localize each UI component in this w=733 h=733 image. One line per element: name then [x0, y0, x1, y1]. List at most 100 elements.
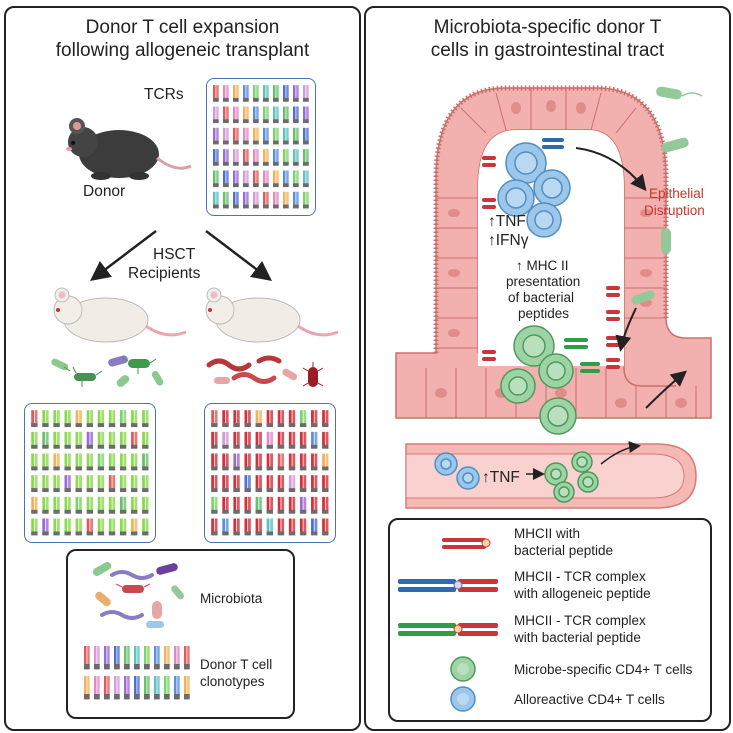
tcr-glyph [97, 453, 105, 471]
microbe-specific-cell-legend-icon [450, 656, 476, 682]
tcr-glyph [142, 475, 149, 493]
tcr-glyph [311, 453, 318, 471]
tcr-glyph [134, 646, 140, 670]
tcr-glyph [311, 410, 318, 428]
recipient-1-microbiota-icon [51, 355, 164, 387]
tcr-glyph [108, 453, 116, 471]
expansion-arrows [90, 230, 272, 282]
tcr-glyph [64, 496, 71, 514]
tcr-glyph [288, 518, 296, 536]
tcr-glyph [255, 518, 262, 536]
tcr-glyph [213, 85, 219, 102]
legend-item1-line2: bacterial peptide [514, 543, 614, 558]
tcr-glyph [243, 127, 249, 145]
tcr-glyph [303, 191, 309, 209]
tcr-glyph [233, 149, 239, 166]
epithelial-disruption-label-1: Epithelial [649, 186, 704, 201]
tcr-glyph [233, 127, 239, 145]
tcr-glyph [273, 85, 279, 102]
tcr-glyph [213, 149, 219, 166]
mhc-label-4: peptides [518, 306, 570, 321]
tcr-glyph [253, 149, 259, 166]
tcr-glyph [233, 518, 240, 536]
recipient-2-tcr-box [204, 403, 336, 543]
mhc-label-2: presentation [506, 274, 581, 289]
legend-item1-line1: MHCII with [514, 526, 581, 541]
tcr-glyph [211, 453, 218, 471]
tcr-glyph [288, 475, 296, 493]
right-legend: MHCII with bacterial peptide MHCII - TCR… [388, 518, 712, 722]
tcr-glyph [243, 106, 249, 124]
tcr-glyph [42, 518, 49, 536]
tcr-glyph [244, 453, 251, 471]
tcr-glyph [184, 646, 190, 670]
tcr-glyph [42, 475, 49, 493]
mhc-label-1: ↑ MHC II [516, 258, 569, 273]
tcr-glyph [31, 496, 38, 514]
tcr-glyph [266, 453, 273, 471]
hsct-label: HSCT [153, 246, 196, 263]
tcr-glyph [142, 518, 149, 536]
tcr-glyph [266, 496, 273, 514]
tcr-glyph [94, 676, 100, 700]
tcr-glyph [86, 431, 93, 449]
tcr-glyph [211, 410, 218, 428]
tcr-glyph [244, 431, 251, 449]
tcr-glyph [75, 518, 82, 536]
tcr-glyph [243, 191, 249, 209]
tcr-glyph [243, 170, 249, 188]
tcr-glyph [64, 453, 71, 471]
tcr-glyph [322, 475, 329, 493]
clonotypes-legend-icon [84, 646, 190, 700]
tcr-glyph [266, 431, 273, 449]
right-panel-title: Microbiota-specific donor T cells in gas… [430, 17, 665, 61]
tcr-glyph [303, 85, 309, 102]
tcr-glyph [233, 170, 239, 188]
tcr-glyph [211, 518, 218, 536]
tcr-glyph [293, 127, 299, 145]
tcr-glyph [64, 518, 71, 536]
intestinal-epithelium-diagram [395, 85, 712, 435]
tcr-glyph [94, 646, 100, 670]
microbiota-legend-label: Microbiota [200, 591, 263, 606]
tcr-glyph [255, 496, 262, 514]
microbiota-legend-icon [92, 562, 185, 628]
tcr-glyph [84, 646, 90, 670]
tcr-glyph [283, 149, 289, 166]
tcr-glyph [53, 496, 60, 514]
tcr-glyph [293, 149, 299, 166]
tcr-glyph [253, 191, 259, 209]
clonotypes-legend-label-1: Donor T cell [200, 657, 273, 672]
tcr-glyph [253, 85, 259, 102]
tcr-glyph [255, 410, 262, 428]
tcr-glyph [244, 475, 251, 493]
tcr-glyph [142, 496, 149, 514]
tcr-glyph [299, 496, 307, 514]
tcr-glyph [283, 106, 289, 124]
left-panel: Donor T cell expansion following allogen… [4, 6, 361, 731]
tcr-glyph [131, 410, 138, 428]
mhcii-bacterial-legend-icon [442, 538, 491, 549]
tcr-glyph [31, 410, 38, 428]
tcr-glyph [223, 170, 229, 188]
tcr-glyph [244, 518, 251, 536]
tcr-glyph [273, 149, 279, 166]
blood-vessel-diagram [405, 441, 697, 509]
tcrs-label: TCRs [144, 86, 184, 103]
tcr-glyph [322, 410, 329, 428]
tcr-glyph [277, 475, 285, 493]
tcr-glyph [288, 496, 296, 514]
tcr-glyph [144, 646, 150, 670]
tcr-glyph [222, 453, 229, 471]
tcr-glyph [293, 85, 299, 102]
donor-tcr-repertoire [213, 85, 309, 209]
tcr-glyph [263, 170, 269, 188]
tcr-glyph [303, 106, 309, 124]
tcr-glyph [97, 496, 105, 514]
tcr-glyph [211, 475, 218, 493]
mhc-label-3: of bacterial [508, 290, 575, 305]
tcr-glyph [213, 127, 219, 145]
tcr-glyph [283, 85, 289, 102]
tcr-glyph [144, 676, 150, 700]
tcr-glyph [131, 518, 138, 536]
